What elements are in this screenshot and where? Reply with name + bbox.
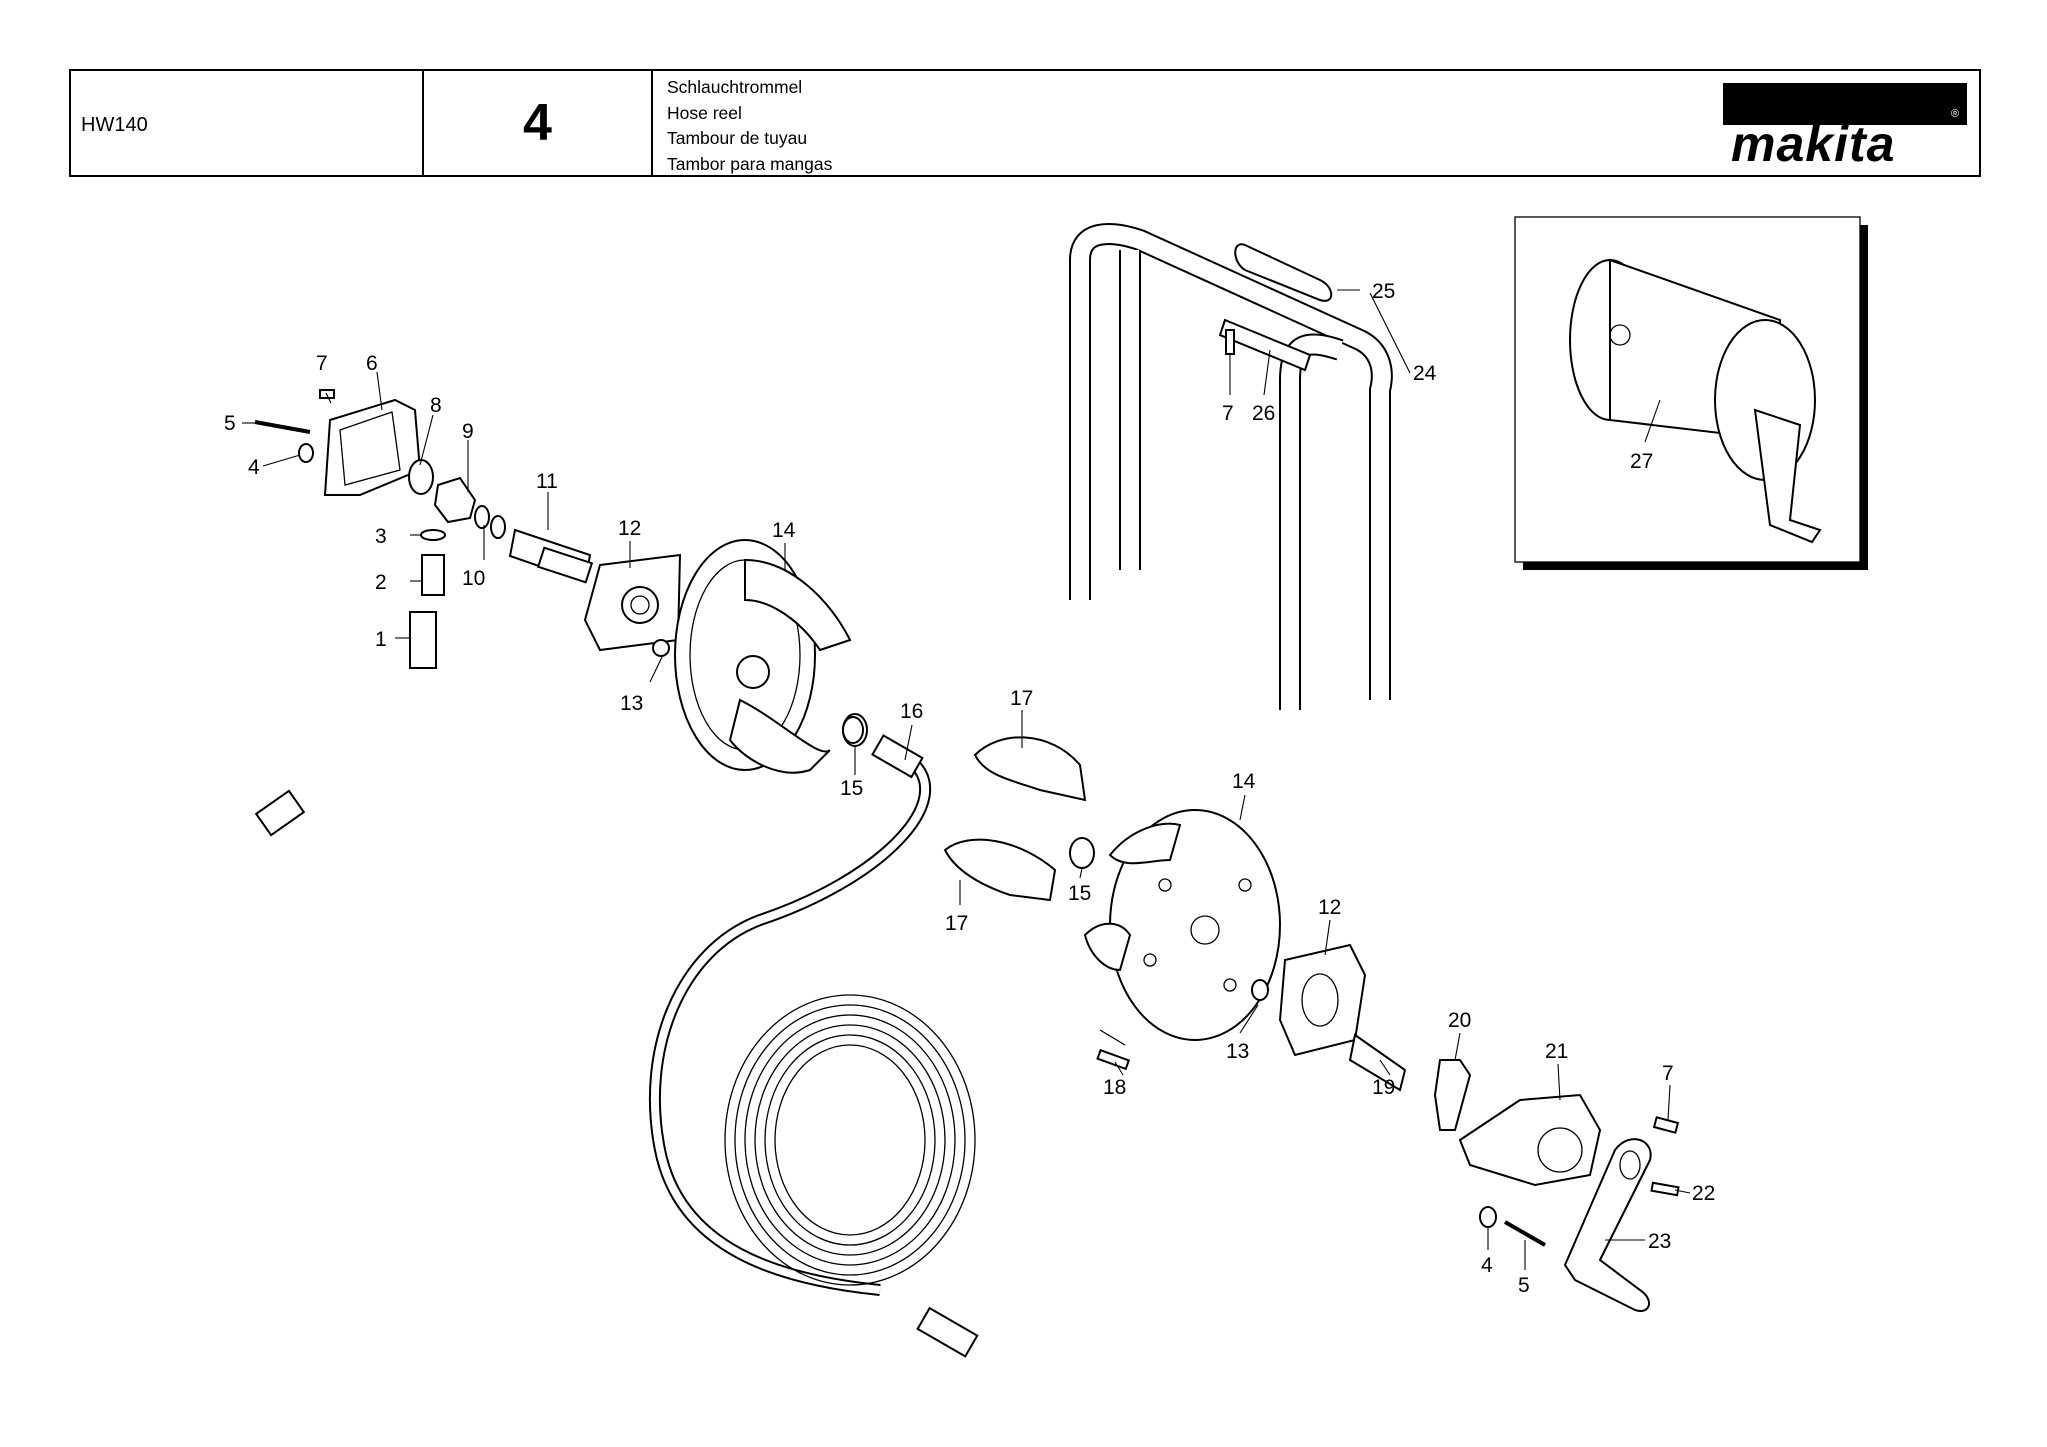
svg-text:®: ® bbox=[1951, 108, 1959, 120]
page-number: 4 bbox=[523, 94, 552, 152]
hose-guides bbox=[943, 736, 1087, 902]
callout-21: 21 bbox=[1545, 1040, 1568, 1063]
callout-17-lower: 17 bbox=[945, 912, 968, 935]
callout-6: 6 bbox=[366, 352, 378, 375]
callout-14-upper: 14 bbox=[772, 519, 796, 542]
leader-lines bbox=[242, 289, 1691, 1270]
handle-grip bbox=[1218, 243, 1333, 372]
callout-8: 8 bbox=[430, 394, 442, 417]
model-cell: HW140 bbox=[71, 71, 424, 175]
callout-2: 2 bbox=[375, 571, 387, 594]
reel-drum-left bbox=[674, 539, 868, 774]
callout-15-lower: 15 bbox=[1068, 882, 1091, 905]
callout-13-upper: 13 bbox=[620, 692, 643, 715]
callout-25: 25 bbox=[1372, 280, 1395, 303]
callout-12-lower: 12 bbox=[1318, 896, 1341, 919]
latch bbox=[1433, 1059, 1472, 1131]
title-spanish: Tambor para mangas bbox=[667, 153, 833, 174]
callout-17-upper: 17 bbox=[1010, 687, 1033, 710]
callout-14-lower: 14 bbox=[1232, 770, 1256, 793]
callout-7-upper: 7 bbox=[316, 352, 328, 375]
callout-26: 26 bbox=[1252, 402, 1275, 425]
makita-logo: makita ® bbox=[1723, 83, 1967, 169]
callout-7-frame: 7 bbox=[1222, 402, 1234, 425]
callout-5-upper: 5 bbox=[224, 412, 236, 435]
inset-assembled-reel bbox=[1514, 216, 1868, 570]
callout-9: 9 bbox=[462, 420, 474, 443]
callout-23: 23 bbox=[1648, 1230, 1671, 1253]
callout-3: 3 bbox=[375, 525, 387, 548]
left-bracket bbox=[254, 389, 422, 496]
callout-7-lower: 7 bbox=[1662, 1062, 1674, 1085]
crank-housing bbox=[1458, 1093, 1602, 1187]
callout-20: 20 bbox=[1448, 1009, 1471, 1032]
reel-plate-right bbox=[1251, 943, 1367, 1057]
callout-4-upper: 4 bbox=[248, 456, 260, 479]
callout-10: 10 bbox=[462, 567, 485, 590]
callout-4-lower: 4 bbox=[1481, 1254, 1493, 1277]
inlet-hose bbox=[193, 611, 437, 850]
crank-screws bbox=[1479, 1116, 1680, 1247]
description-cell: Schlauchtrommel Hose reel Tambour de tuy… bbox=[653, 71, 1979, 175]
model-number: HW140 bbox=[81, 114, 148, 136]
callout-15-upper: 15 bbox=[840, 777, 863, 800]
callout-13-lower: 13 bbox=[1226, 1040, 1249, 1063]
title-german: Schlauchtrommel bbox=[667, 77, 803, 97]
title-english: Hose reel bbox=[667, 102, 742, 123]
callout-1: 1 bbox=[375, 628, 387, 651]
callout-18: 18 bbox=[1103, 1076, 1126, 1099]
title-block: HW140 4 Schlauchtrommel Hose reel Tambou… bbox=[69, 69, 1981, 177]
page-number-cell: 4 bbox=[424, 71, 653, 175]
callout-22: 22 bbox=[1692, 1182, 1715, 1205]
callout-19: 19 bbox=[1372, 1076, 1395, 1099]
callout-16: 16 bbox=[900, 700, 923, 723]
swivel-shaft bbox=[508, 528, 594, 584]
callout-12-upper: 12 bbox=[618, 517, 641, 540]
reel-plate-left bbox=[583, 553, 682, 657]
fitting-parts bbox=[420, 529, 446, 596]
callout-5-lower: 5 bbox=[1518, 1274, 1530, 1297]
title-french: Tambour de tuyau bbox=[667, 128, 808, 148]
reel-drum-right bbox=[1083, 809, 1281, 1071]
frame bbox=[1069, 223, 1393, 710]
seal-parts bbox=[408, 459, 506, 539]
description-lines: Schlauchtrommel Hose reel Tambour de tuy… bbox=[667, 75, 832, 177]
crank-handle bbox=[1563, 1138, 1652, 1312]
callout-labels: 7 6 5 4 8 9 11 10 3 2 1 12 14 13 16 15 1… bbox=[224, 280, 1715, 1297]
svg-text:makita: makita bbox=[1731, 116, 1895, 169]
callout-24: 24 bbox=[1413, 362, 1437, 385]
callout-11: 11 bbox=[536, 470, 558, 493]
axle-pin bbox=[1348, 1033, 1407, 1092]
callout-27: 27 bbox=[1630, 450, 1653, 473]
hose-coil bbox=[648, 734, 979, 1358]
ring-upper bbox=[842, 716, 864, 744]
ring-lower bbox=[1069, 837, 1095, 869]
